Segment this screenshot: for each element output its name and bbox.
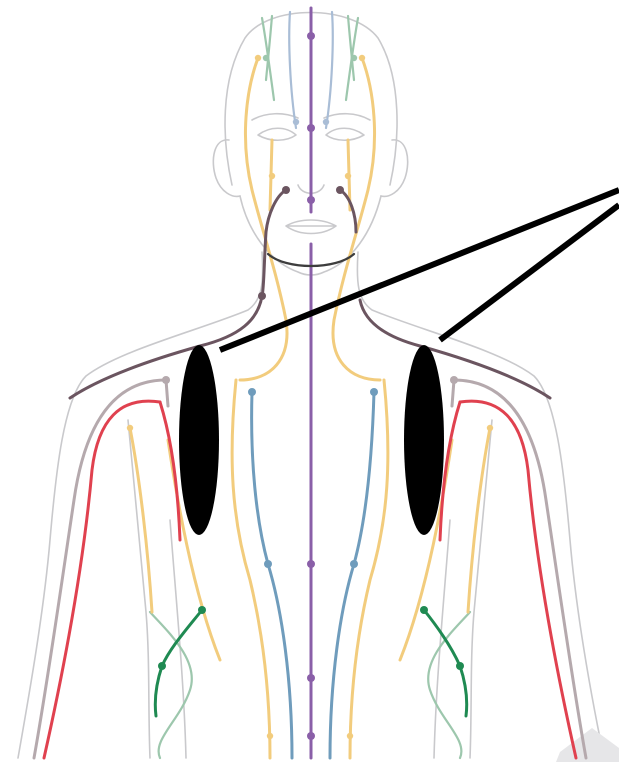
conception-vessel-meridian (307, 8, 315, 758)
right-inner-arm-outline (470, 420, 492, 758)
left-eye-outline (258, 128, 296, 140)
left-brow-outline (252, 114, 298, 120)
right-shoulder-oval-marker (404, 345, 444, 535)
right-ear-outline (381, 140, 408, 197)
pointer-line-to-left-marker (220, 190, 619, 350)
corner-shadow-shape (556, 728, 619, 762)
right-brow-outline (324, 114, 370, 120)
mouth-outline (286, 220, 336, 234)
right-eye-outline (326, 128, 364, 140)
right-neck-shoulder-outline (357, 252, 604, 758)
left-shoulder-oval-marker (179, 345, 219, 535)
left-neck-shoulder-outline (18, 252, 263, 758)
left-inner-arm-outline (128, 420, 150, 758)
